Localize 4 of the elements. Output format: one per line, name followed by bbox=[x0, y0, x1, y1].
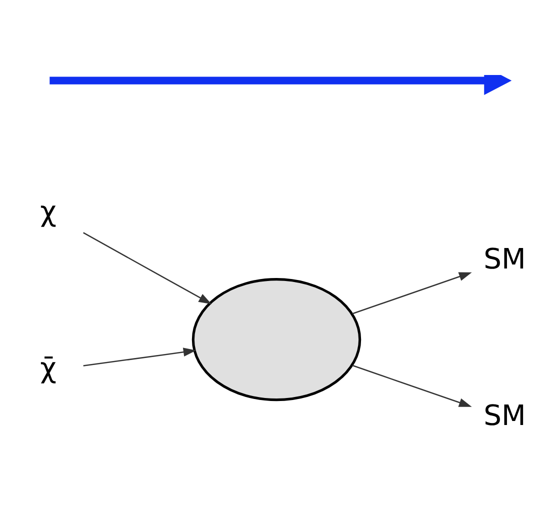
node-text: SM bbox=[484, 242, 526, 276]
node-text: χ̄ bbox=[40, 352, 56, 385]
node-text: χ bbox=[40, 195, 56, 228]
node-text: SM bbox=[484, 398, 526, 432]
